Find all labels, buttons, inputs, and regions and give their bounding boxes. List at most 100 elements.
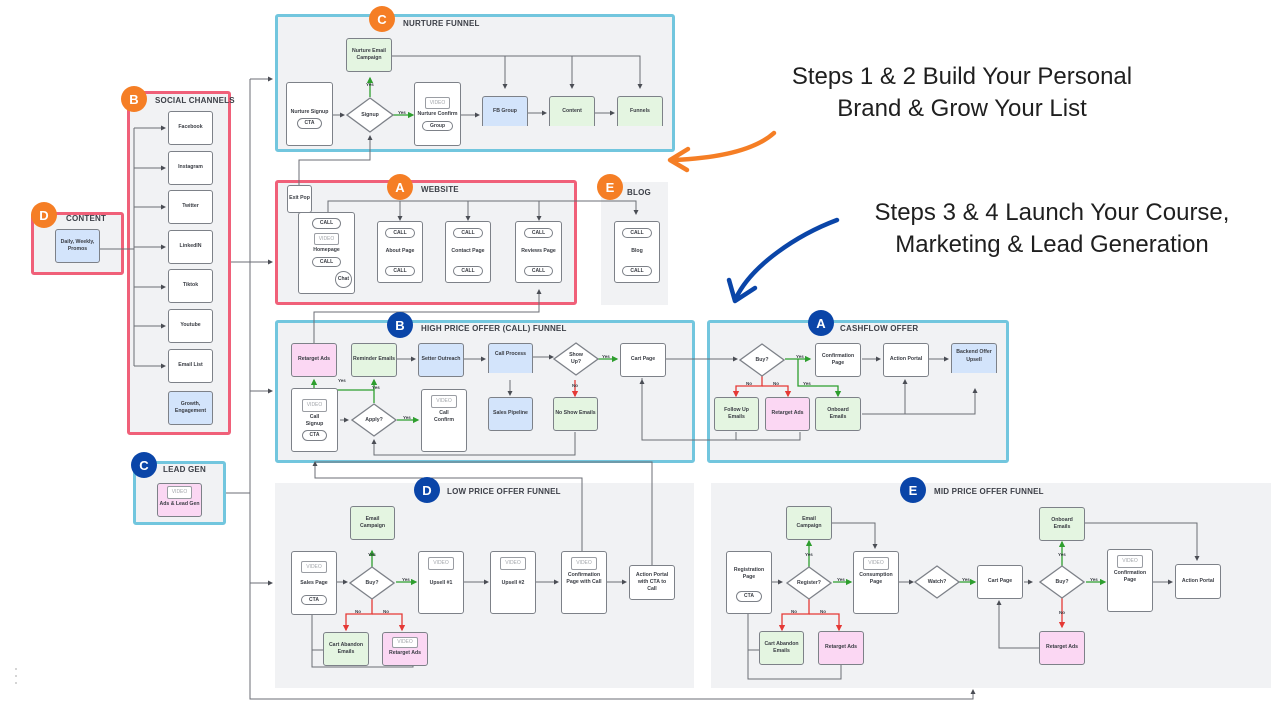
node-email-campaign[interactable]: Email Campaign <box>786 506 832 540</box>
video-tag: VIDEO <box>301 560 327 574</box>
cta-pill[interactable]: CTA <box>296 118 323 129</box>
group-pill[interactable]: Group <box>422 120 453 132</box>
node-instagram[interactable]: Instagram <box>168 151 213 185</box>
node-retarget-ads[interactable]: Retarget Ads <box>291 343 337 377</box>
node-nurture-signup[interactable]: Nurture Signup CTA <box>286 82 333 146</box>
call-pill[interactable]: CALL <box>311 217 342 229</box>
node-cart-abandon-emails[interactable]: Cart Abandon Emails <box>759 631 804 665</box>
node-facebook[interactable]: Facebook <box>168 111 213 145</box>
label-yes: Yes <box>602 354 610 359</box>
leadgen-title: LEAD GEN <box>163 465 206 474</box>
node-ads-lead-gen[interactable]: VIDEO Ads & Lead Gen <box>157 483 202 517</box>
node-upsell-2[interactable]: VIDEO Upsell #2 <box>490 551 536 614</box>
node-nurture-email-campaign[interactable]: Nurture Email Campaign <box>346 38 392 72</box>
node-call-signup[interactable]: VIDEO Call Signup CTA <box>291 388 338 452</box>
video-tag: VIDEO <box>431 395 457 408</box>
node-blog[interactable]: CALL Blog CALL <box>614 221 660 283</box>
annotation-steps-1-2: Steps 1 & 2 Build Your Personal Brand & … <box>791 63 1133 123</box>
label-yes: Yes <box>962 577 970 582</box>
label-no: No <box>791 609 797 614</box>
node-follow-up-emails[interactable]: Follow Up Emails <box>714 397 759 431</box>
node-consumption-page[interactable]: VIDEO Consumption Page <box>853 551 899 614</box>
node-cart-abandon-emails[interactable]: Cart Abandon Emails <box>323 632 369 666</box>
decision-register[interactable]: Register? <box>786 566 832 600</box>
node-confirmation-page[interactable]: VIDEO Confirmation Page <box>1107 549 1153 612</box>
node-tiktok[interactable]: Tiktok <box>168 269 213 303</box>
node-fb-group[interactable]: FB Group <box>482 96 528 126</box>
low-title: LOW PRICE OFFER FUNNEL <box>447 487 561 496</box>
call-pill[interactable]: CALL <box>311 256 342 268</box>
call-pill[interactable]: CALL <box>523 227 554 239</box>
node-about-page[interactable]: CALL About Page CALL <box>377 221 423 283</box>
node-exit-pop[interactable]: Exit Pop <box>287 185 312 213</box>
video-tag: VIDEO <box>428 557 454 570</box>
mid-title: MID PRICE OFFER FUNNEL <box>934 487 1044 496</box>
node-cart-page[interactable]: Cart Page <box>620 343 666 377</box>
node-onboard-emails[interactable]: Onboard Emails <box>1039 507 1085 541</box>
node-cart-page[interactable]: Cart Page <box>977 565 1023 599</box>
node-funnels[interactable]: Funnels <box>617 96 663 126</box>
call-pill[interactable]: CALL <box>453 227 483 239</box>
decision-buy[interactable]: Buy? <box>739 343 785 377</box>
call-pill[interactable]: CALL <box>385 265 415 277</box>
node-action-portal-cta-call[interactable]: Action Portal with CTA to Call <box>629 565 675 600</box>
label-yes: Yes <box>1058 552 1066 557</box>
decision-show-up[interactable]: Show Up? <box>553 342 599 376</box>
cta-pill[interactable]: CTA <box>736 591 762 602</box>
cta-pill[interactable]: CTA <box>301 594 327 606</box>
node-sales-page[interactable]: VIDEO Sales Page CTA <box>291 551 337 615</box>
node-onboard-emails[interactable]: Onboard Emails <box>815 397 861 431</box>
group-nurture-funnel <box>275 14 675 152</box>
node-youtube[interactable]: Youtube <box>168 309 213 343</box>
decision-apply[interactable]: Apply? <box>351 403 397 437</box>
node-daily-weekly-promos[interactable]: Daily, Weekly, Promos <box>55 229 100 263</box>
node-growth-engagement[interactable]: Growth, Engagement <box>168 391 213 425</box>
node-twitter[interactable]: Twitter <box>168 190 213 224</box>
node-action-portal[interactable]: Action Portal <box>883 343 929 377</box>
call-pill[interactable]: CALL <box>622 227 652 239</box>
node-email-list[interactable]: Email List <box>168 349 213 383</box>
decision-buy[interactable]: Buy? <box>349 566 395 600</box>
node-sales-pipeline[interactable]: Sales Pipeline <box>488 397 533 431</box>
cta-pill[interactable]: CTA <box>301 430 328 441</box>
node-email-campaign[interactable]: Email Campaign <box>350 506 395 540</box>
drag-handle-icon[interactable] <box>15 668 19 689</box>
decision-signup[interactable]: Signup <box>346 97 394 133</box>
node-confirmation-page[interactable]: Confirmation Page <box>815 343 861 377</box>
label-yes: Yes <box>403 415 411 420</box>
node-reminder-emails[interactable]: Reminder Emails <box>351 343 397 377</box>
decision-watch[interactable]: Watch? <box>914 565 960 599</box>
node-call-confirm[interactable]: VIDEO Call Confirm <box>421 389 467 452</box>
node-setter-outreach[interactable]: Setter Outreach <box>418 343 464 377</box>
node-content[interactable]: Content <box>549 96 595 126</box>
label-yes: Yes <box>837 577 845 582</box>
label-no: No <box>572 383 578 388</box>
node-retarget-ads[interactable]: Retarget Ads <box>1039 631 1085 665</box>
node-homepage[interactable]: CALL VIDEO Homepage CALL Chat <box>298 212 355 294</box>
call-pill[interactable]: CALL <box>622 265 652 277</box>
node-action-portal[interactable]: Action Portal <box>1175 564 1221 599</box>
node-no-show-emails[interactable]: No Show Emails <box>553 397 598 431</box>
node-confirmation-page-with-call[interactable]: VIDEO Confirmation Page with Call <box>561 551 607 614</box>
decision-buy[interactable]: Buy? <box>1039 565 1085 599</box>
video-tag: VIDEO <box>500 557 526 570</box>
cashflow-title: CASHFLOW OFFER <box>840 324 919 333</box>
node-upsell-1[interactable]: VIDEO Upsell #1 <box>418 551 464 614</box>
node-retarget-ads[interactable]: VIDEO Retarget Ads <box>382 632 428 666</box>
node-reviews-page[interactable]: CALL Reviews Page CALL <box>515 221 562 283</box>
node-retarget-ads[interactable]: Retarget Ads <box>765 397 810 431</box>
label-yes: Yes <box>402 577 410 582</box>
call-pill[interactable]: CALL <box>523 265 554 277</box>
call-pill[interactable]: CALL <box>385 227 415 239</box>
label-yes: Yes <box>368 552 376 557</box>
node-call-process[interactable]: Call Process <box>488 343 533 373</box>
call-pill[interactable]: CALL <box>453 265 483 277</box>
node-linkedin[interactable]: LinkedIN <box>168 230 213 264</box>
node-contact-page[interactable]: CALL Contact Page CALL <box>445 221 491 283</box>
node-retarget-ads[interactable]: Retarget Ads <box>818 631 864 665</box>
node-registration-page[interactable]: Registration Page CTA <box>726 551 772 614</box>
node-backend-offer-upsell[interactable]: Backend Offer Upsell <box>951 343 997 373</box>
node-nurture-confirm[interactable]: VIDEO Nurture Confirm Group <box>414 82 461 146</box>
chat-pill[interactable]: Chat <box>334 271 352 288</box>
video-tag: VIDEO <box>571 557 597 570</box>
